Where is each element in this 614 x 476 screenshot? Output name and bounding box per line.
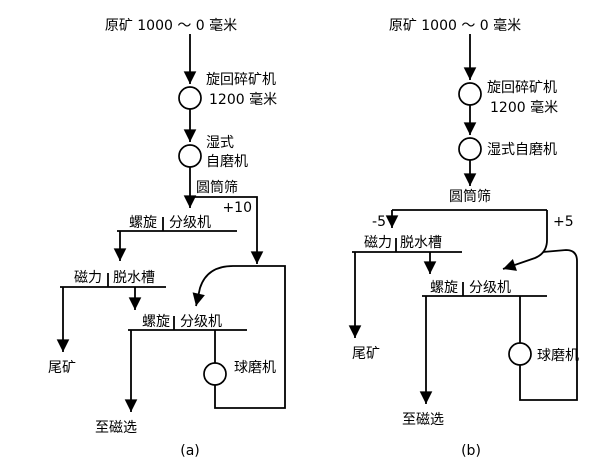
- to-magnetic-label-a: 至磁选: [95, 420, 137, 436]
- autogenous-mill-symbol-b: [458, 137, 482, 161]
- classifier-label-right-b: 分级机: [469, 280, 511, 296]
- classifier1-label-right-a: 分级机: [169, 215, 211, 231]
- crusher-label-b: 旋回碎矿机: [487, 80, 557, 96]
- tailings-label-a: 尾矿: [48, 360, 76, 376]
- autogenous-mill-symbol-a: [178, 144, 202, 168]
- ball-mill-symbol-a: [203, 362, 227, 386]
- dewater-label-left-b: 磁力: [364, 235, 392, 251]
- oversize-label-b: +5: [553, 214, 574, 230]
- gyratory-crusher-symbol-a: [178, 86, 202, 110]
- classifier2-label-right-a: 分级机: [180, 314, 222, 330]
- ball-mill-symbol-b: [508, 342, 532, 366]
- classifier1-label-left-a: 螺旋: [129, 215, 157, 231]
- flowsheet-b: 原矿 1000 ～ 0 毫米 旋回碎矿机 1200 毫米 湿式自磨机 圆筒筛 -…: [348, 17, 579, 459]
- gyratory-crusher-symbol-b: [458, 82, 482, 106]
- flow-ballmill-recirculation-a: [192, 265, 286, 409]
- caption-a: (a): [180, 443, 200, 459]
- crusher-label-a: 旋回碎矿机: [206, 72, 276, 88]
- trommel-label-a: 圆筒筛: [196, 179, 238, 196]
- flow-oversize-branch-a: [190, 196, 264, 264]
- oversize-label-a: +10: [222, 200, 252, 216]
- flow-ballmill-recirculation-b: [519, 249, 578, 401]
- feed-label-b: 原矿 1000 ～ 0 毫米: [389, 17, 521, 34]
- flow-oversize-to-classifier-b: [502, 210, 548, 271]
- mill-label-line2-a: 自磨机: [206, 154, 248, 170]
- dewater-label-left-a: 磁力: [74, 270, 102, 286]
- flowsheet-a: 原矿 1000 ～ 0 毫米 旋回碎矿机 1200 毫米 湿式 自磨机 圆筒筛 …: [48, 17, 286, 459]
- undersize-label-b: -5: [372, 214, 386, 230]
- tailings-label-b: 尾矿: [352, 346, 380, 362]
- dewater-label-right-a: 脱水槽: [113, 270, 155, 286]
- crusher-size-label-a: 1200 毫米: [209, 91, 277, 108]
- crusher-size-label-b: 1200 毫米: [490, 99, 558, 116]
- ball-mill-label-b: 球磨机: [537, 348, 579, 364]
- mill-label-b: 湿式自磨机: [487, 142, 557, 158]
- ball-mill-label-a: 球磨机: [234, 360, 276, 376]
- to-magnetic-label-b: 至磁选: [402, 412, 444, 428]
- feed-label-a: 原矿 1000 ～ 0 毫米: [105, 17, 237, 34]
- caption-b: (b): [461, 443, 481, 459]
- trommel-label-b: 圆筒筛: [449, 188, 491, 205]
- classifier-label-left-b: 螺旋: [430, 280, 458, 296]
- classifier2-label-left-a: 螺旋: [142, 314, 170, 330]
- mill-label-line1-a: 湿式: [206, 135, 234, 151]
- dewater-label-right-b: 脱水槽: [400, 235, 442, 251]
